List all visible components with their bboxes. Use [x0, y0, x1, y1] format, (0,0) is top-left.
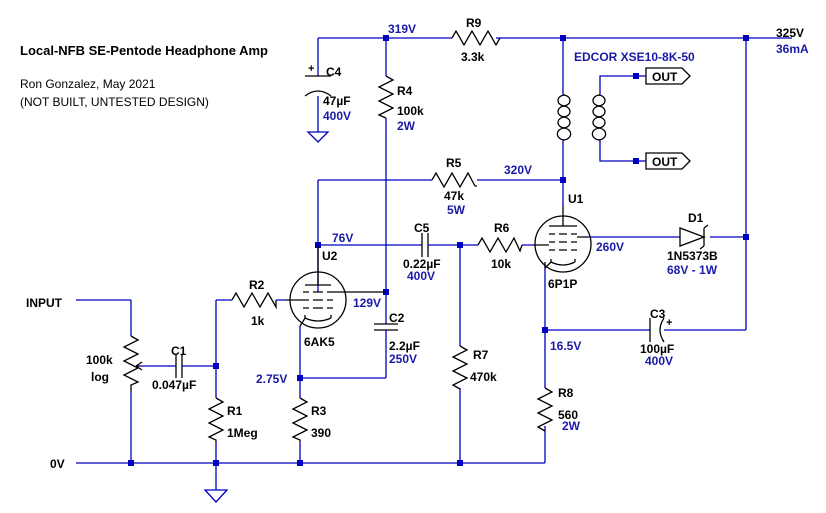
c3-rating: 400V — [645, 354, 673, 368]
c5-rating: 400V — [407, 269, 435, 283]
capacitor-c4: + — [304, 63, 332, 97]
ground-label: 0V — [50, 457, 65, 471]
supply-voltage: 325V — [776, 26, 804, 40]
out-label-bottom: OUT — [652, 155, 678, 169]
voltage-319v: 319V — [388, 22, 416, 36]
title: Local-NFB SE-Pentode Headphone Amp — [20, 43, 268, 58]
out-flag-top — [633, 67, 691, 85]
resistor-r4 — [377, 75, 395, 119]
c4-rating: 400V — [323, 109, 351, 123]
c3-value: 100µF — [640, 342, 674, 356]
resistor-r9 — [451, 29, 501, 47]
r2-value: 1k — [251, 314, 265, 328]
r4-rating: 2W — [397, 119, 416, 133]
capacitor-c3: + — [649, 317, 672, 343]
r8-value: 560 — [558, 408, 578, 422]
resistor-r8 — [536, 387, 554, 432]
ground-icon — [203, 489, 229, 503]
zener-d1 — [679, 224, 709, 250]
pot-value: 100k — [86, 353, 113, 367]
resistor-r2 — [231, 291, 277, 310]
r2-ref: R2 — [249, 278, 265, 292]
resistor-r1 — [207, 397, 225, 442]
r7-value: 470k — [470, 370, 497, 384]
c1-value: 0.047µF — [152, 378, 196, 392]
pot-taper: log — [91, 370, 109, 384]
u2-ref: U2 — [322, 249, 338, 263]
r4-value: 100k — [397, 104, 424, 118]
transformer-secondary — [591, 94, 607, 141]
r7-ref: R7 — [473, 348, 489, 362]
svg-text:+: + — [308, 63, 314, 75]
voltage-2-75v: 2.75V — [256, 372, 287, 386]
voltage-260v: 260V — [596, 240, 624, 254]
r1-value: 1Meg — [227, 426, 258, 440]
r6-ref: R6 — [494, 221, 510, 235]
c4-ref: C4 — [326, 65, 342, 79]
header: Local-NFB SE-Pentode Headphone Amp Ron G… — [20, 43, 268, 109]
voltage-129v: 129V — [353, 296, 381, 310]
capacitor-c2 — [374, 323, 398, 336]
author-note: Ron Gonzalez, May 2021 — [20, 77, 156, 91]
ground-icon — [306, 131, 330, 143]
transformer-primary — [556, 94, 572, 141]
resistor-r3 — [291, 397, 309, 442]
input-label: INPUT — [26, 296, 63, 310]
c3-ref: C3 — [650, 307, 666, 321]
capacitor-c5 — [417, 233, 432, 257]
svg-text:+: + — [666, 317, 672, 329]
r5-ref: R5 — [446, 156, 462, 170]
c5-value: 0.22µF — [403, 257, 441, 271]
resistor-r7 — [451, 345, 469, 390]
c2-value: 2.2µF — [389, 339, 420, 353]
voltage-320v: 320V — [504, 163, 532, 177]
voltage-16-5v: 16.5V — [550, 339, 581, 353]
tube-u1 — [533, 206, 592, 273]
c4-value: 47µF — [323, 94, 351, 108]
r6-value: 10k — [491, 257, 511, 271]
u1-type: 6P1P — [548, 277, 577, 291]
potentiometer — [122, 335, 143, 392]
r9-ref: R9 — [466, 16, 482, 30]
r1-ref: R1 — [227, 404, 243, 418]
r9-value: 3.3k — [461, 50, 485, 64]
d1-rating: 68V - 1W — [667, 263, 718, 277]
r8-ref: R8 — [558, 386, 574, 400]
resistor-r6 — [477, 236, 523, 254]
c1-ref: C1 — [171, 344, 187, 358]
capacitor-c1 — [172, 354, 186, 378]
c2-rating: 250V — [389, 352, 417, 366]
out-flag-bottom — [633, 152, 691, 170]
r3-ref: R3 — [311, 404, 327, 418]
voltage-76v: 76V — [332, 231, 353, 245]
d1-ref: D1 — [688, 211, 704, 225]
c2-ref: C2 — [389, 311, 405, 325]
c5-ref: C5 — [414, 221, 430, 235]
u2-type: 6AK5 — [304, 335, 335, 349]
u1-ref: U1 — [568, 192, 584, 206]
r8-rating: 2W — [562, 419, 581, 433]
resistor-r5 — [431, 171, 477, 189]
tube-u2 — [286, 245, 386, 329]
out-label-top: OUT — [652, 70, 678, 84]
r4-ref: R4 — [397, 84, 413, 98]
transformer-label: EDCOR XSE10-8K-50 — [574, 50, 695, 64]
d1-type: 1N5373B — [667, 249, 718, 263]
r5-rating: 5W — [447, 203, 466, 217]
r3-value: 390 — [311, 426, 331, 440]
status-note: (NOT BUILT, UNTESTED DESIGN) — [20, 95, 209, 109]
supply-current: 36mA — [776, 42, 809, 56]
r5-value: 47k — [444, 189, 464, 203]
